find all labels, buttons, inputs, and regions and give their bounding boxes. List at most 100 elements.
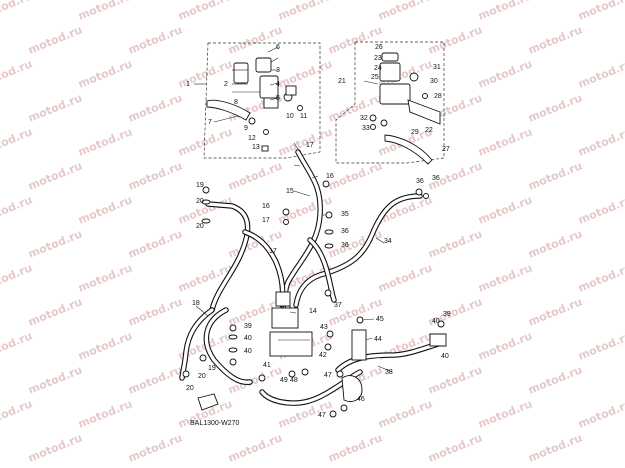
diagram-code-label: BAL1300-W270	[190, 420, 240, 427]
callout-20: 20	[196, 223, 204, 230]
callout-7: 7	[208, 119, 212, 126]
callout-35: 35	[341, 211, 349, 218]
watermark-text: motod.ru	[476, 193, 534, 226]
watermark-text: motod.ru	[376, 0, 434, 23]
callout-23: 23	[374, 55, 382, 62]
right-master-cylinder-group-box	[335, 41, 445, 164]
callout-34: 34	[384, 238, 392, 245]
watermark-text: motod.ru	[526, 227, 584, 260]
callout-17: 17	[306, 142, 314, 149]
watermark-text: motod.ru	[526, 431, 584, 464]
watermark-text: motod.ru	[526, 91, 584, 124]
watermark-text: motod.ru	[0, 329, 34, 362]
callout-44: 44	[374, 336, 382, 343]
callout-40: 40	[432, 318, 440, 325]
watermark-text: motod.ru	[26, 363, 84, 396]
callout-47: 47	[324, 372, 332, 379]
watermark-text: motod.ru	[476, 261, 534, 294]
callout-47: 47	[318, 412, 326, 419]
callout-40: 40	[244, 335, 252, 342]
callout-48: 48	[290, 377, 298, 384]
callout-30: 30	[430, 78, 438, 85]
callout-18: 18	[192, 300, 200, 307]
callout-9: 9	[244, 125, 248, 132]
watermark-text: motod.ru	[376, 261, 434, 294]
watermark-text: motod.ru	[26, 159, 84, 192]
watermark-text: motod.ru	[76, 397, 134, 430]
watermark-text: motod.ru	[476, 329, 534, 362]
callout-20: 20	[186, 385, 194, 392]
callout-36: 36	[341, 242, 349, 249]
watermark-text: motod.ru	[426, 431, 484, 464]
callout-2: 2	[224, 81, 228, 88]
callout-28: 28	[434, 93, 442, 100]
callout-45: 45	[376, 316, 384, 323]
callout-4: 4	[276, 81, 280, 88]
callout-6: 6	[276, 44, 280, 51]
watermark-text: motod.ru	[326, 23, 384, 56]
callout-20: 20	[196, 198, 204, 205]
callout-13: 13	[252, 144, 260, 151]
watermark-text: motod.ru	[476, 125, 534, 158]
watermark-text: motod.ru	[126, 227, 184, 260]
watermark-text: motod.ru	[176, 0, 234, 23]
callout-19: 19	[196, 182, 204, 189]
callout-21: 21	[338, 78, 346, 85]
callout-36: 36	[432, 175, 440, 182]
watermark-text: motod.ru	[426, 363, 484, 396]
callout-24: 24	[374, 65, 382, 72]
callout-29: 29	[411, 129, 419, 136]
watermark-text: motod.ru	[226, 159, 284, 192]
callout-43: 43	[320, 324, 328, 331]
watermark-text: motod.ru	[0, 261, 34, 294]
callout-22: 22	[425, 127, 433, 134]
callout-31: 31	[433, 64, 441, 71]
callout-36: 36	[341, 228, 349, 235]
callout-32: 32	[360, 115, 368, 122]
watermark-text: motod.ru	[376, 397, 434, 430]
watermark-text: motod.ru	[476, 397, 534, 430]
watermark-text: motod.ru	[276, 57, 334, 90]
left-master-cylinder-group-box	[203, 42, 321, 159]
fittings	[182, 180, 447, 418]
callout-27: 27	[442, 146, 450, 153]
watermark-text: motod.ru	[26, 91, 84, 124]
watermark-text: motod.ru	[576, 397, 625, 430]
watermark-text: motod.ru	[26, 295, 84, 328]
watermark-text: motod.ru	[576, 0, 625, 23]
watermark-text: motod.ru	[276, 0, 334, 23]
watermark-text: motod.ru	[76, 329, 134, 362]
watermark-text: motod.ru	[126, 23, 184, 56]
watermark-text: motod.ru	[0, 125, 34, 158]
watermark-text: motod.ru	[526, 363, 584, 396]
callout-36: 36	[416, 178, 424, 185]
watermark-text: motod.ru	[76, 193, 134, 226]
watermark-text: motod.ru	[26, 227, 84, 260]
callout-39: 39	[244, 323, 252, 330]
watermark-text: motod.ru	[26, 431, 84, 464]
callout-12: 12	[248, 135, 256, 142]
watermark-text: motod.ru	[126, 295, 184, 328]
callout-37: 37	[334, 302, 342, 309]
callout-8: 8	[234, 99, 238, 106]
watermark-text: motod.ru	[0, 0, 34, 23]
callout-33: 33	[362, 125, 370, 132]
watermark-text: motod.ru	[576, 57, 625, 90]
watermark-text: motod.ru	[126, 159, 184, 192]
watermark-text: motod.ru	[426, 23, 484, 56]
callout-38: 38	[385, 369, 393, 376]
callout-25: 25	[371, 74, 379, 81]
watermark-text: motod.ru	[576, 193, 625, 226]
watermark-text: motod.ru	[76, 0, 134, 23]
watermark-text: motod.ru	[76, 57, 134, 90]
callout-10: 10	[286, 113, 294, 120]
callout-40: 40	[244, 348, 252, 355]
callout-17: 17	[262, 217, 270, 224]
callout-3: 3	[276, 67, 280, 74]
watermark-text: motod.ru	[76, 125, 134, 158]
watermark-text: motod.ru	[476, 57, 534, 90]
watermark-text: motod.ru	[526, 23, 584, 56]
watermark-text: motod.ru	[226, 431, 284, 464]
